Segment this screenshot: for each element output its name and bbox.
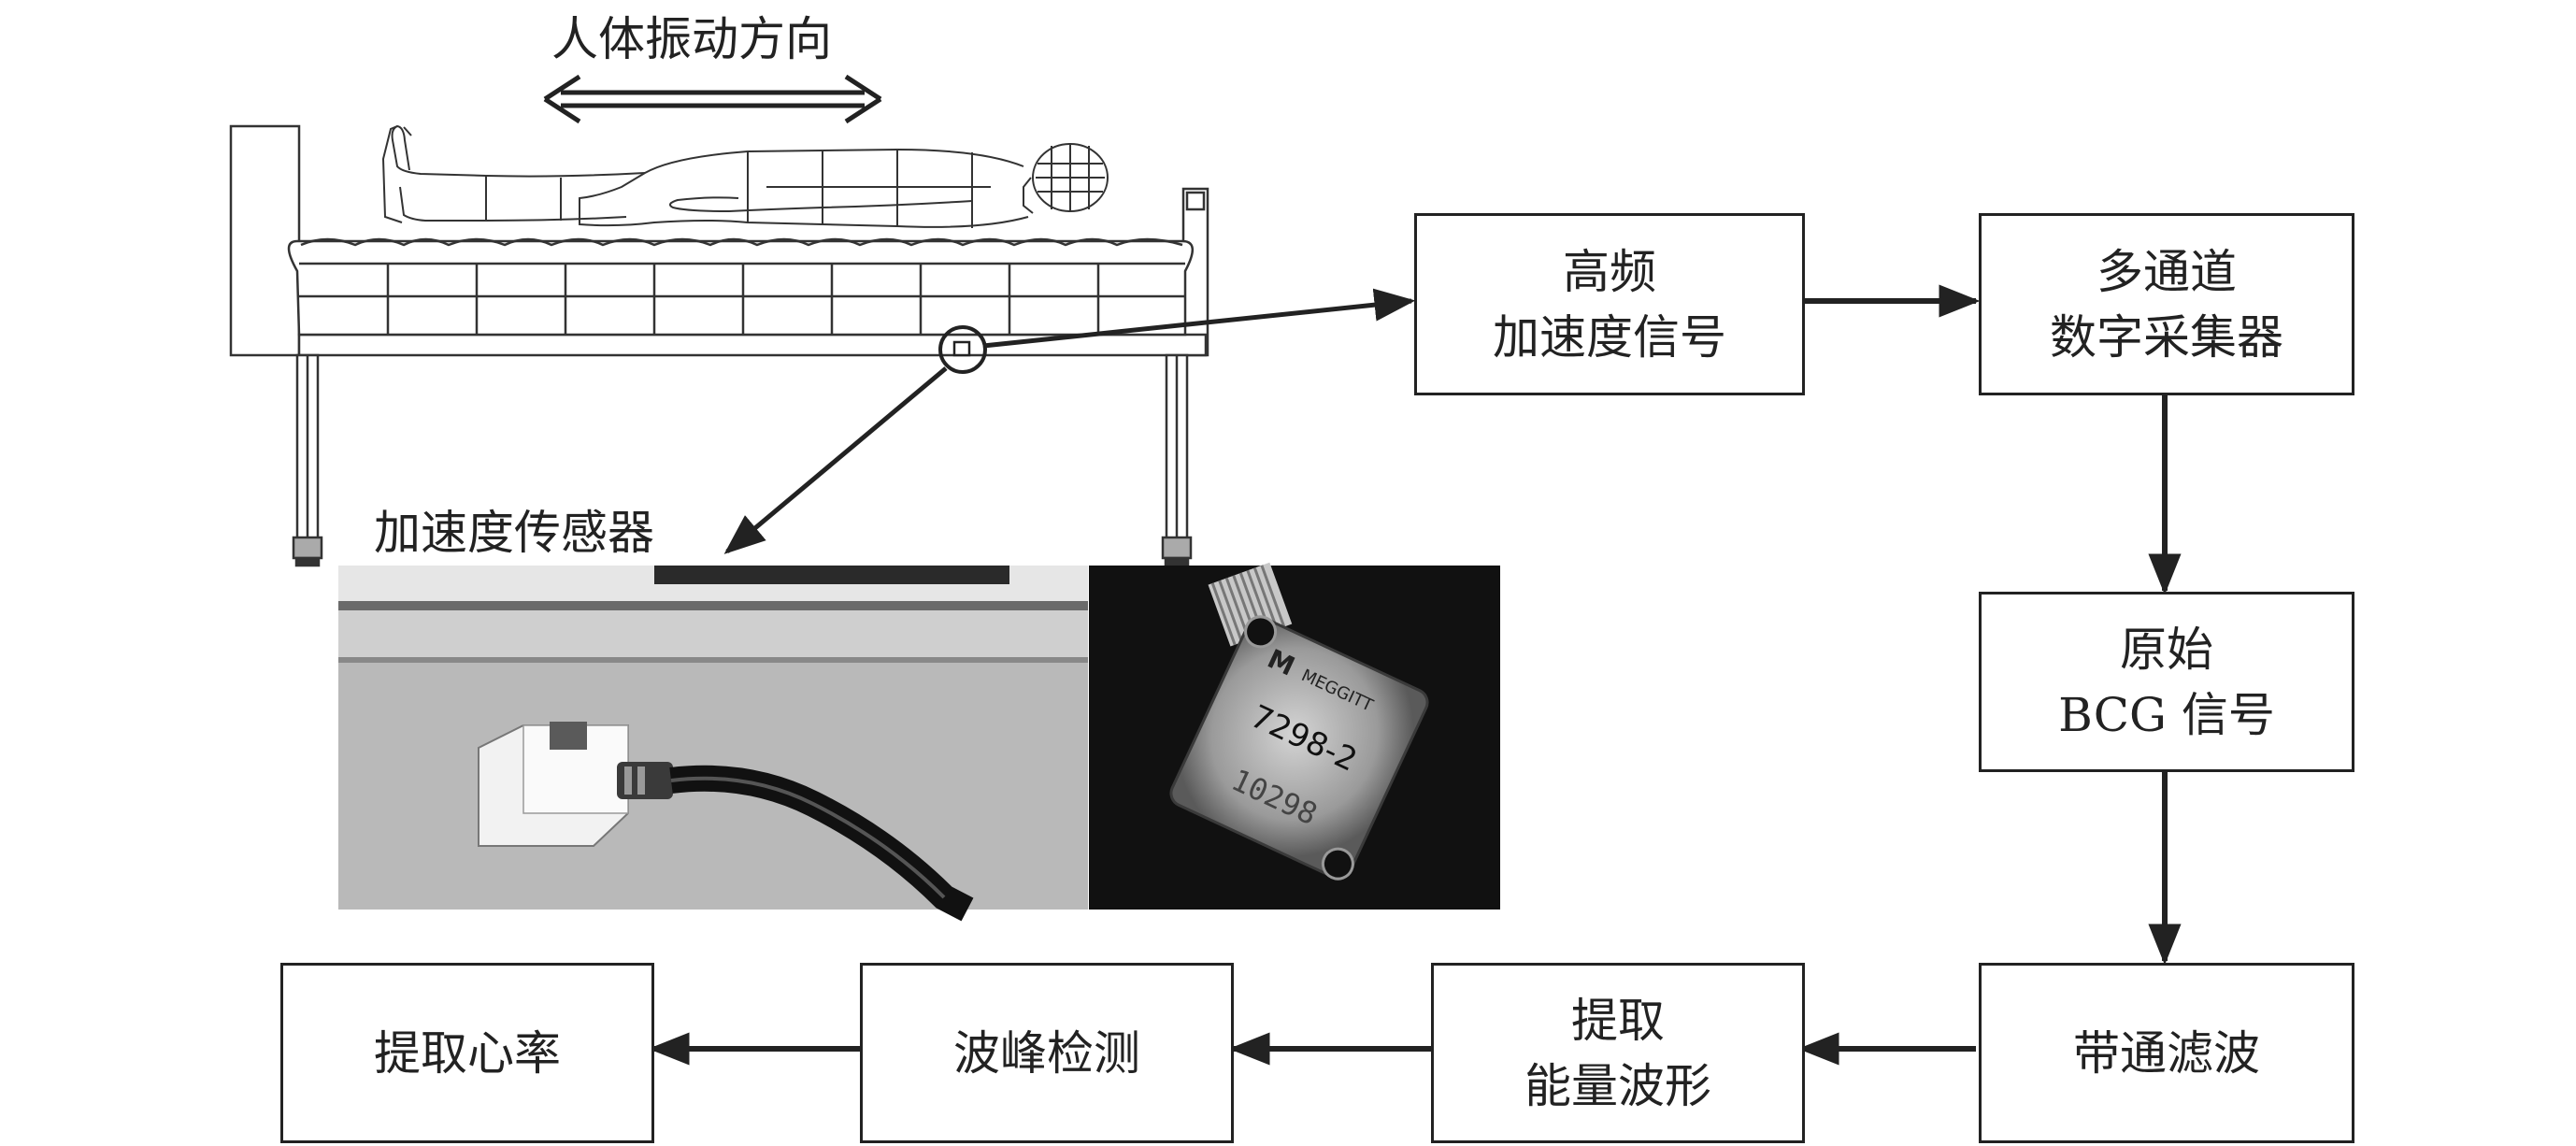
box-bandpass: 带通滤波 [1979,963,2354,1143]
box-raw-bcg-line1: 原始 [2119,622,2213,677]
box-heart-rate: 提取心率 [280,963,654,1143]
box-daq-line1: 多通道 [2097,244,2237,299]
bed-illustration [229,124,1209,567]
box-energy-line1: 提取 [1571,993,1665,1048]
box-peak-detection: 波峰检测 [860,963,1234,1143]
vibration-direction-label: 人体振动方向 [551,12,832,66]
box-raw-bcg-line2: BCG 信号 [2058,687,2275,742]
vibration-double-arrow [543,74,882,124]
box-bandpass-line1: 带通滤波 [2073,1025,2260,1081]
box-high-freq-line2: 加速度信号 [1493,309,1726,365]
sensor-marker [938,325,987,374]
box-raw-bcg: 原始 BCG 信号 [1979,592,2354,772]
box-daq-line2: 数字采集器 [2050,309,2283,365]
photo-accelerometer: M MEGGITT 7298-2 10298 [1089,562,1500,910]
box-high-freq-signal: 高频 加速度信号 [1414,213,1805,395]
box-daq: 多通道 数字采集器 [1979,213,2354,395]
arrow-sensor-to-signal [982,288,1416,349]
box-energy-line2: 能量波形 [1524,1058,1711,1113]
arrow-sensor-to-photo [723,366,948,554]
box-peak-line1: 波峰检测 [953,1025,1140,1081]
box-high-freq-line1: 高频 [1563,244,1656,299]
human-figure [381,124,1109,228]
box-heart-rate-line1: 提取心率 [374,1025,561,1081]
box-energy-waveform: 提取 能量波形 [1431,963,1805,1143]
photo-sensor-mounted [338,566,1088,922]
sensor-label: 加速度传感器 [374,506,654,560]
